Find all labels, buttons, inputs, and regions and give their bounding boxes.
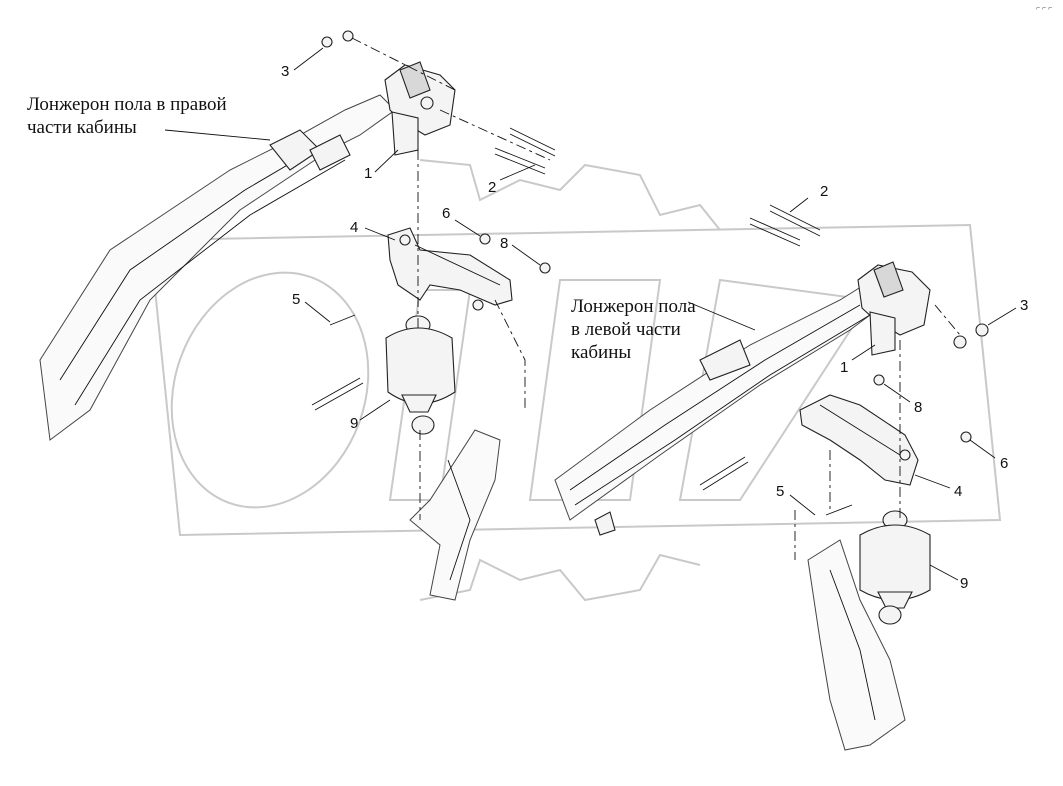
callout-8-left: 8 [914,399,922,416]
air-spring-left [859,510,931,625]
upper-bracket-left [857,261,931,356]
bolt-long-left [749,204,821,247]
callout-3-left: 3 [1020,297,1028,314]
assembly-centerlines [351,37,961,560]
leader-lines [164,47,1017,581]
callout-numbers: 3 1 2 4 6 8 5 9 2 3 1 8 6 4 5 9 ⌐ ⌐ ⌐ [281,5,1052,592]
callout-8-right: 8 [500,235,508,252]
watermark-logo [148,159,1002,602]
callout-4-right: 4 [350,219,358,236]
bolt-diagonal-left [699,456,853,516]
callout-9-left: 9 [960,575,968,592]
callout-4-left: 4 [954,483,962,500]
callout-9-right: 9 [350,415,358,432]
label-floor-member-left: Лонжерон пола в левой части кабины [571,296,696,363]
callout-1-right: 1 [364,165,372,182]
air-spring-right [385,315,456,435]
upper-bracket-right [384,61,456,156]
callout-2-left: 2 [820,183,828,200]
label-floor-member-right: Лонжерон пола в правой части кабины [27,94,227,138]
bolt-long-right [494,127,556,175]
corner-mark: ⌐ ⌐ ⌐ [1036,5,1052,12]
bolt-diagonal-right [311,314,364,411]
lower-frame-bracket-right [409,429,501,601]
callout-5-right: 5 [292,291,300,308]
floor-member-left [554,274,891,536]
callout-6-right: 6 [442,205,450,222]
callout-1-left: 1 [840,359,848,376]
floor-member-right [39,94,396,441]
lower-frame-bracket-left [807,539,906,751]
callout-5-left: 5 [776,483,784,500]
callout-3-right: 3 [281,63,289,80]
lever-bracket-left [799,394,919,486]
nut-parts [321,30,989,443]
callout-2-right: 2 [488,179,496,196]
callout-6-left: 6 [1000,455,1008,472]
lever-bracket-right [387,227,513,311]
